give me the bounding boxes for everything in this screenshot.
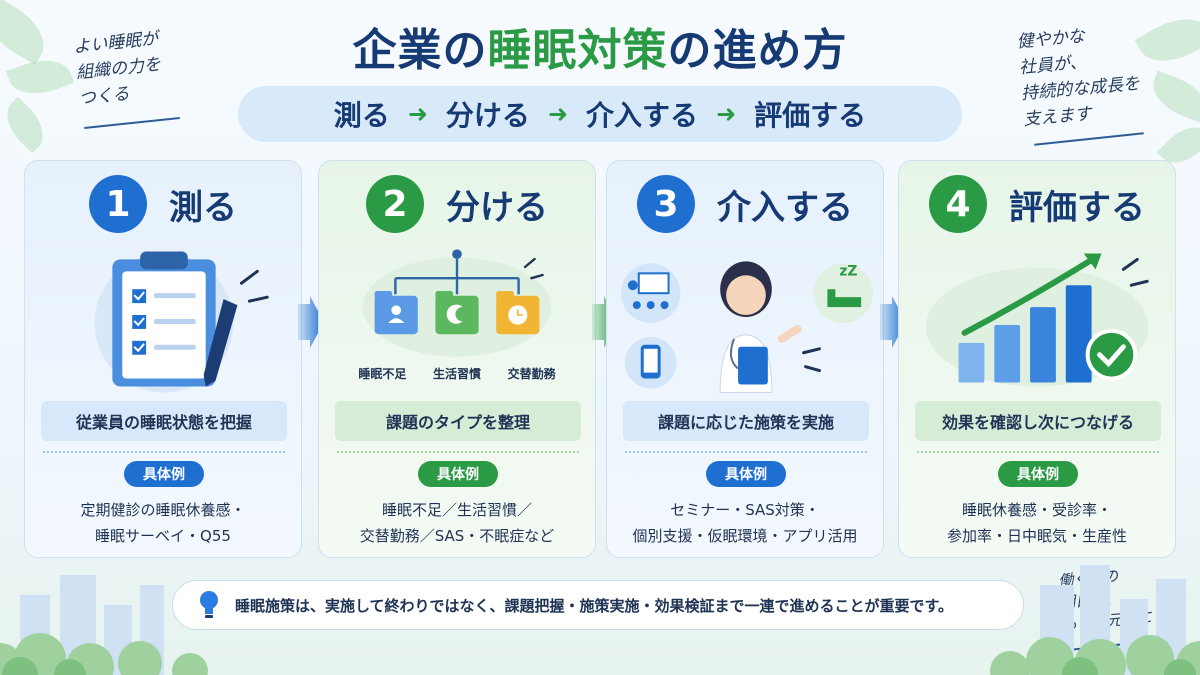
flow-step: 測る xyxy=(333,99,390,132)
step-title: 分ける xyxy=(446,187,548,228)
key-message-text: 睡眠施策は、実施して終わりではなく、課題把握・施策実施・効果検証まで一連で進める… xyxy=(235,596,954,615)
folder-labels: 睡眠不足 生活習慣 交替勤務 xyxy=(319,365,595,382)
svg-text:zZ: zZ xyxy=(839,263,857,279)
example-badge: 具体例 xyxy=(124,461,204,487)
doctor-illustration: zZ xyxy=(620,261,874,393)
arrow-right-icon: ➜ xyxy=(407,100,428,128)
city-skyline-decoration xyxy=(0,565,1200,675)
lightbulb-icon xyxy=(200,591,218,618)
example-badge: 具体例 xyxy=(706,461,786,487)
step-number: 1 xyxy=(89,175,147,233)
example-line: 交替勤務／SAS・不眠症など xyxy=(359,527,555,545)
step-card-intervene: 3 介入する zZ 課題に応じた施策を実施 具体例 セミナー・SAS対策・ 個別… xyxy=(606,160,884,558)
example-line: 定期健診の睡眠休養感・ xyxy=(80,501,246,519)
step-examples: 睡眠休養感・受診率・ 参加率・日中眠気・生産性 xyxy=(899,497,1175,549)
step-summary: 課題に応じた施策を実施 xyxy=(623,401,869,441)
title-part: の進め方 xyxy=(667,25,848,76)
step-summary: 従業員の睡眠状態を把握 xyxy=(41,401,287,441)
folder-label: 交替勤務 xyxy=(507,367,556,381)
step-card-classify: 2 分ける 睡眠不足 生活習慣 交替勤務 課題のタイプを整理 具体例 睡眠不足／… xyxy=(318,160,596,558)
flow-step: 分ける xyxy=(445,99,530,132)
example-line: 睡眠不足／生活習慣／ xyxy=(381,501,532,519)
step-title: 評価する xyxy=(1009,187,1145,228)
step-title: 介入する xyxy=(717,187,853,228)
side-note-top-left: よい睡眠が 組織の力を つくる xyxy=(72,26,165,112)
note-underline xyxy=(1034,132,1144,146)
example-line: 個別支援・仮眠環境・アプリ活用 xyxy=(632,527,858,545)
title-highlight: 睡眠対策 xyxy=(487,25,668,76)
growth-chart-icon xyxy=(925,253,1149,387)
flow-bar: 測る ➜ 分ける ➜ 介入する ➜ 評価する xyxy=(238,86,962,142)
example-badge: 具体例 xyxy=(418,461,498,487)
step-card-measure: 1 測る 従業員の睡眠状態を把握 具体例 定期健診の睡眠休養感・ 睡眠サーベイ・… xyxy=(24,160,302,558)
divider xyxy=(43,451,285,453)
arrow-right-icon: ➜ xyxy=(716,100,737,128)
chevron-right-icon xyxy=(298,296,324,348)
card-header: 1 測る xyxy=(25,175,301,233)
step-card-evaluate: 4 評価する 効果を確認し次につなげる 具体例 睡眠休養感・受診率・ 参加率・日… xyxy=(898,160,1176,558)
divider xyxy=(917,451,1159,453)
step-title: 測る xyxy=(169,187,237,228)
key-message: 睡眠施策は、実施して終わりではなく、課題把握・施策実施・効果検証まで一連で進める… xyxy=(172,580,1024,630)
card-header: 2 分ける xyxy=(319,175,595,233)
divider xyxy=(337,451,579,453)
folder-label: 睡眠不足 xyxy=(358,367,407,381)
step-number: 3 xyxy=(637,175,695,233)
flow-step: 介入する xyxy=(586,99,699,132)
page-title: 企業の睡眠対策の進め方 xyxy=(0,14,1200,78)
step-summary: 課題のタイプを整理 xyxy=(335,401,581,441)
note-underline xyxy=(84,116,180,130)
step-number: 2 xyxy=(366,175,424,233)
chevron-right-icon xyxy=(880,296,906,348)
example-line: 睡眠休養感・受診率・ xyxy=(961,501,1112,519)
side-note-top-right: 健やかな 社員が、 持続的な成長を 支えます xyxy=(1016,19,1144,133)
leaf-decoration xyxy=(1145,70,1200,124)
step-examples: 定期健診の睡眠休養感・ 睡眠サーベイ・Q55 xyxy=(25,497,301,549)
arrow-right-icon: ➜ xyxy=(547,100,569,128)
clipboard-icon xyxy=(94,251,269,393)
folder-tree-icon xyxy=(362,249,552,357)
step-examples: セミナー・SAS対策・ 個別支援・仮眠環境・アプリ活用 xyxy=(607,497,883,549)
example-line: セミナー・SAS対策・ xyxy=(670,501,820,519)
leaf-decoration xyxy=(0,96,54,154)
title-part: 企業の xyxy=(352,25,488,76)
chevron-right-icon xyxy=(592,296,618,348)
step-summary: 効果を確認し次につなげる xyxy=(915,401,1161,441)
card-header: 3 介入する xyxy=(607,175,883,233)
example-line: 睡眠サーベイ・Q55 xyxy=(95,527,231,545)
example-badge: 具体例 xyxy=(998,461,1078,487)
step-examples: 睡眠不足／生活習慣／ 交替勤務／SAS・不眠症など xyxy=(319,497,595,549)
step-number: 4 xyxy=(929,175,987,233)
card-header: 4 評価する xyxy=(899,175,1175,233)
folder-label: 生活習慣 xyxy=(432,367,481,381)
divider xyxy=(625,451,867,453)
example-line: 参加率・日中眠気・生産性 xyxy=(946,527,1127,545)
flow-step: 評価する xyxy=(754,99,867,132)
